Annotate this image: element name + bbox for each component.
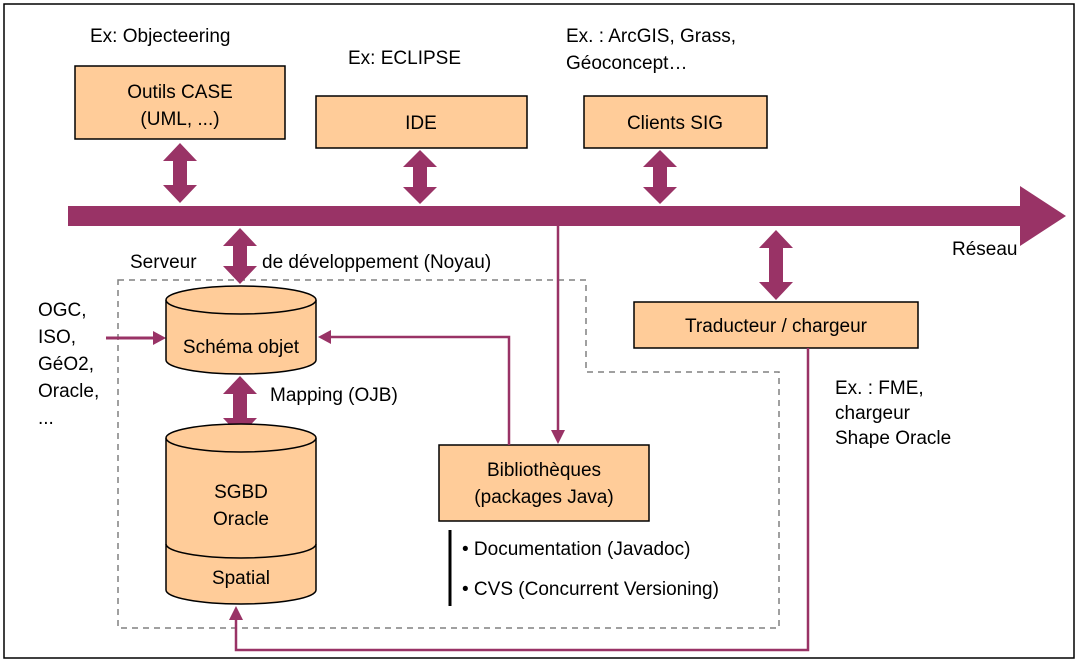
standard-item: ISO, bbox=[38, 327, 76, 348]
library-bullet: • CVS (Concurrent Versioning) bbox=[462, 579, 719, 600]
translator-bus-arrow bbox=[759, 230, 793, 300]
libraries-box bbox=[438, 444, 650, 522]
case-bus-arrow bbox=[163, 143, 197, 203]
ide-bus-arrow bbox=[403, 150, 437, 204]
server-label-right: de développement (Noyau) bbox=[262, 252, 491, 273]
translator-example: chargeur bbox=[835, 403, 911, 424]
ide-label: IDE bbox=[405, 113, 437, 134]
sig-clients-box bbox=[583, 95, 768, 149]
server-bus-arrow bbox=[223, 228, 257, 284]
translator-example: Ex. : FME, bbox=[835, 378, 924, 399]
standards-arrowhead bbox=[153, 331, 166, 345]
case-tools-line1: Outils CASE bbox=[127, 82, 233, 103]
mapping-arrow bbox=[223, 376, 257, 436]
standard-item: ... bbox=[38, 408, 54, 429]
dbms-label-line2: Oracle bbox=[213, 509, 269, 530]
standard-item: Oracle, bbox=[38, 381, 99, 402]
spatial-divider bbox=[165, 543, 317, 559]
translator-box bbox=[633, 301, 919, 349]
ide-box bbox=[315, 95, 528, 149]
network-label: Réseau bbox=[952, 239, 1018, 260]
sig-example-line1: Ex. : ArcGIS, Grass, bbox=[566, 26, 736, 47]
translator-label: Traducteur / chargeur bbox=[685, 316, 868, 337]
translator-spatial-arrowhead bbox=[229, 606, 243, 620]
libraries-line2: (packages Java) bbox=[474, 487, 613, 508]
standard-item: OGC, bbox=[38, 300, 87, 321]
dbms-label-line1: SGBD bbox=[214, 482, 268, 503]
libraries-line1: Bibliothèques bbox=[487, 460, 601, 481]
schema-object-label: Schéma objet bbox=[183, 337, 300, 358]
server-label-left: Serveur bbox=[130, 252, 197, 273]
dbms-cylinder bbox=[165, 423, 317, 605]
libraries-schema-arrowhead bbox=[318, 330, 331, 344]
sig-clients-label: Clients SIG bbox=[627, 113, 723, 134]
schema-object-cylinder bbox=[165, 285, 317, 375]
network-bus-arrow bbox=[68, 186, 1066, 246]
sig-bus-arrow bbox=[643, 150, 677, 204]
sig-example-line2: Géoconcept… bbox=[566, 53, 687, 74]
mapping-label: Mapping (OJB) bbox=[270, 385, 398, 406]
case-example: Ex: Objecteering bbox=[90, 26, 230, 47]
spatial-label: Spatial bbox=[212, 568, 270, 589]
translator-spatial-line bbox=[234, 348, 810, 652]
server-boundary bbox=[117, 279, 780, 629]
standards-list: OGC, ISO, GéO2, Oracle, ... bbox=[38, 300, 99, 429]
translator-example: Shape Oracle bbox=[835, 428, 951, 449]
ide-example: Ex: ECLIPSE bbox=[348, 48, 461, 69]
libraries-schema-line bbox=[328, 335, 511, 445]
library-bullet: • Documentation (Javadoc) bbox=[462, 539, 690, 560]
bus-libraries-arrowhead bbox=[551, 430, 565, 444]
case-tools-line2: (UML, ...) bbox=[140, 109, 219, 130]
standard-item: GéO2, bbox=[38, 354, 94, 375]
case-tools-box bbox=[74, 65, 286, 140]
outer-frame bbox=[3, 3, 1075, 659]
